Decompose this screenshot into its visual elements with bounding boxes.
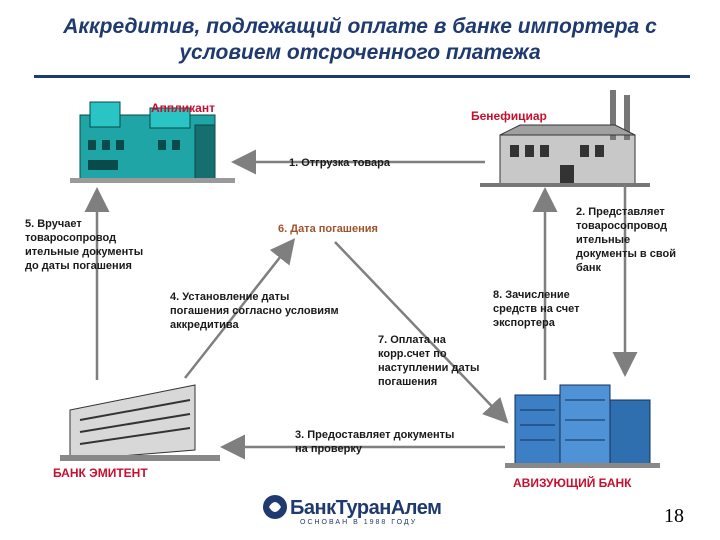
step-3-label: 3. Предоставляет документы на проверку xyxy=(295,429,455,455)
step-4-label: 4. Установление даты погашения согласно … xyxy=(170,291,339,331)
bank-logo-tagline: ОСНОВАН В 1988 ГОДУ xyxy=(300,519,418,526)
advising-bank-building-icon xyxy=(505,384,660,468)
applicant-building-icon xyxy=(70,101,235,183)
bank-logo-name: БанкТуранАлем xyxy=(290,497,442,519)
beneficiary-factory-icon xyxy=(480,90,650,187)
issuing-bank-building-icon xyxy=(60,384,220,461)
advising-bank-label: АВИЗУЮЩИЙ БАНК xyxy=(513,476,632,490)
arrow-7-payment xyxy=(334,241,509,424)
applicant-label: Аппликант xyxy=(151,101,215,115)
step-7-label: 7. Оплата на корр.счет по наступлении да… xyxy=(378,334,480,388)
step-2-label: 2. Представляет товаросопровод ительные … xyxy=(576,206,676,274)
step-1-label: 1. Отгрузка товара xyxy=(289,157,390,169)
step-8-label: 8. Зачисление средств на счет экспортера xyxy=(493,289,580,329)
step-6-label: 6. Дата погашения xyxy=(278,223,378,235)
slide-title: Аккредитив, подлежащий оплате в банке им… xyxy=(63,15,657,64)
page-number: 18 xyxy=(664,505,684,527)
title-divider xyxy=(34,75,690,78)
arrow-4-maturity-setup xyxy=(184,238,296,379)
step-5-label: 5. Вручает товаросопровод ительные докум… xyxy=(25,218,144,272)
issuing-bank-label: БАНК ЭМИТЕНТ xyxy=(53,466,148,480)
bank-logo-icon xyxy=(263,495,287,519)
beneficiary-label: Бенефициар xyxy=(471,109,547,123)
